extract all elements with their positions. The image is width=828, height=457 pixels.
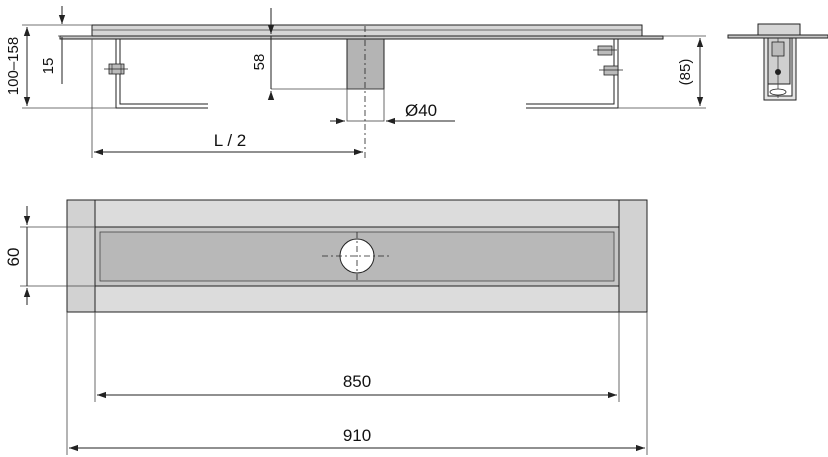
end-bolt-icon	[771, 41, 785, 57]
dim-inner-length-label: 850	[343, 372, 371, 391]
dim-outlet-depth-label: 58	[251, 54, 268, 71]
side-view: 100–158 15 58 Ø40 L / 2 (85)	[5, 6, 706, 160]
side-top-plate	[91, 24, 643, 37]
dim-flange-label: 15	[40, 58, 57, 75]
dim-outlet-diameter-label: Ø40	[405, 101, 437, 120]
left-mounting-bracket	[115, 39, 208, 109]
dim-outer-length-label: 910	[343, 426, 371, 445]
end-slot-icon	[769, 88, 787, 96]
top-view: 60 850 910	[4, 199, 648, 455]
end-bracket	[763, 37, 797, 101]
dim-width-label: 60	[4, 248, 23, 267]
dim-overall-height-label: (85)	[677, 59, 694, 86]
right-bracket-inner	[526, 39, 615, 105]
dim-height-range-label: 100–158	[5, 37, 22, 95]
left-bolt-icon	[104, 63, 128, 75]
side-plate-flange	[59, 35, 664, 40]
left-bracket-inner	[119, 39, 208, 105]
top-left-cap	[66, 199, 96, 313]
dim-half-length-label: L / 2	[214, 131, 246, 150]
end-pivot-icon	[775, 69, 781, 75]
right-bolt-icon	[593, 45, 623, 76]
end-view	[727, 23, 828, 101]
top-right-cap	[618, 199, 648, 313]
outlet-pipe-lower	[346, 88, 385, 122]
end-top-cap	[757, 23, 801, 36]
outlet-pipe-upper	[346, 38, 385, 90]
